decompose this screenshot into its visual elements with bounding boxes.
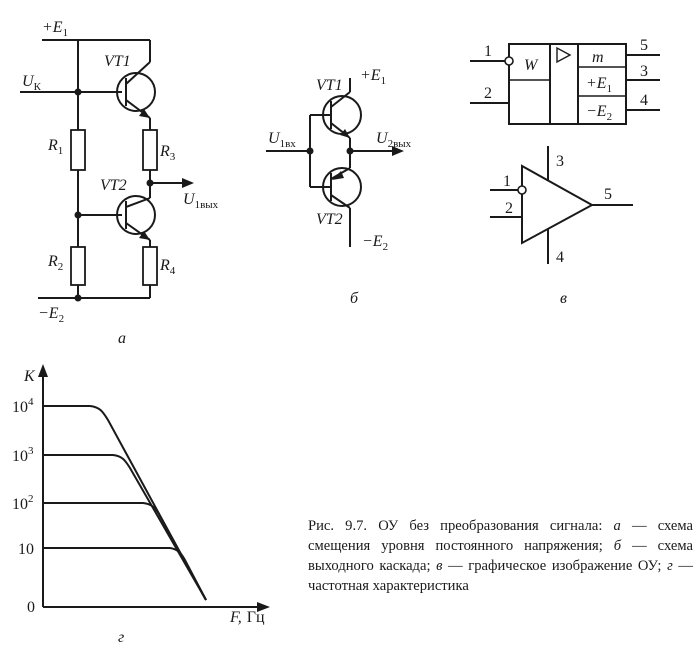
tri-pin1-label: 1 <box>503 173 511 190</box>
g-ylabel: K <box>23 368 36 385</box>
g-tick-1e2: 102 <box>12 493 34 513</box>
r3-label: R3 <box>159 143 176 163</box>
box-pin2-label: 2 <box>484 85 492 102</box>
resistor-r3 <box>142 129 158 171</box>
resistor-r1 <box>70 129 86 171</box>
g-xlabel: F,Гц <box>229 609 265 626</box>
r1-label: R1 <box>47 137 63 157</box>
box-e2-label: −E2 <box>586 103 612 123</box>
tri-pin3-label: 3 <box>556 153 564 170</box>
vt2-label: VT2 <box>100 177 127 194</box>
transistor-vt1 <box>116 61 156 119</box>
g-curve-1e4 <box>43 405 207 601</box>
box-w-label: W <box>524 57 539 74</box>
box-pin1-label: 1 <box>484 43 492 60</box>
output-arrow-icon <box>182 178 194 188</box>
g-curve-10 <box>43 547 207 601</box>
tri-pin4-label: 4 <box>556 249 564 266</box>
g-tick-10: 10 <box>18 541 34 558</box>
panel-b-label: б <box>350 290 359 307</box>
panel-a-circuit: +E1 UК VT1 R1 R3 VT2 U1вых R2 R4 −E2 а <box>20 19 219 347</box>
r2-label: R2 <box>47 253 63 273</box>
r4-label: R4 <box>159 257 176 277</box>
vt1-label: VT1 <box>104 53 131 70</box>
box-pin5-label: 5 <box>640 37 648 54</box>
box-e1-label: +E1 <box>586 75 612 95</box>
resistor-r2 <box>70 246 86 286</box>
g-origin-label: 0 <box>27 599 35 616</box>
panel-g-label: г <box>118 629 124 646</box>
opamp-triangle-symbol <box>490 146 633 264</box>
g-curve-1e3 <box>43 454 207 601</box>
box-m-label: m <box>592 49 604 66</box>
tri-pin5-label: 5 <box>604 186 612 203</box>
b-output-label: U2вых <box>376 130 412 150</box>
panel-a-label: а <box>118 330 126 347</box>
b-vt1-label: VT1 <box>316 77 343 94</box>
caption-letter-v: в <box>436 558 443 574</box>
box-pin4-label: 4 <box>640 92 648 109</box>
neg-supply-label: −E2 <box>38 305 64 325</box>
pos-supply-label: +E1 <box>42 19 68 39</box>
caption-letter-a: а <box>613 518 621 534</box>
inverting-input-circle-icon <box>504 56 514 66</box>
g-tick-1e4: 104 <box>12 396 34 416</box>
b-pos-supply-label: +E1 <box>360 67 386 87</box>
panel-b-circuit: +E1 VT1 U1вх U2вых VT2 −E2 б <box>266 67 412 307</box>
input-label: UК <box>22 73 42 93</box>
caption-text-v: — графическое изображение ОУ; <box>442 558 668 574</box>
panel-g-frequency-plot: K 104 103 102 10 0 F,Гц г <box>12 364 270 646</box>
output-label: U1вых <box>183 191 219 211</box>
tri-pin2-label: 2 <box>505 200 513 217</box>
g-tick-1e3: 103 <box>12 445 34 465</box>
b-input-label: U1вх <box>268 130 296 150</box>
panel-v-symbols: W m +E1 −E2 1 2 5 3 4 1 2 3 4 5 в <box>470 37 660 307</box>
caption-letter-b: б <box>613 538 622 554</box>
box-pin3-label: 3 <box>640 63 648 80</box>
caption-text-a: — схема смещения уровня постоянного напр… <box>308 518 693 554</box>
g-x-axis-arrow-icon <box>257 602 270 612</box>
caption-text-g: — частотная характеристика <box>308 558 693 594</box>
transistor-vt2 <box>116 195 156 241</box>
input-node <box>74 88 82 96</box>
tri-inverting-circle-icon <box>517 185 527 195</box>
opamp-box-symbol <box>470 43 660 125</box>
amplifier-triangle-icon <box>556 46 572 64</box>
b-input-node <box>306 147 314 155</box>
b-neg-supply-label: −E2 <box>362 233 388 253</box>
panel-v-label: в <box>560 290 567 307</box>
g-y-axis-arrow-icon <box>38 364 48 377</box>
resistor-r4 <box>142 246 158 286</box>
figure-caption: Рис. 9.7. ОУ без преобразования сигнала:… <box>308 516 693 596</box>
g-curve-1e2 <box>43 502 207 601</box>
caption-text-b: — схема выходного каскада; <box>308 538 693 574</box>
caption-title: Рис. 9.7. ОУ без преобразования сигнала: <box>308 518 603 534</box>
b-vt2-label: VT2 <box>316 211 343 228</box>
caption-letter-g: г <box>667 558 673 574</box>
neg-rail-node <box>74 294 82 302</box>
b-output-arrow-icon <box>392 146 404 156</box>
